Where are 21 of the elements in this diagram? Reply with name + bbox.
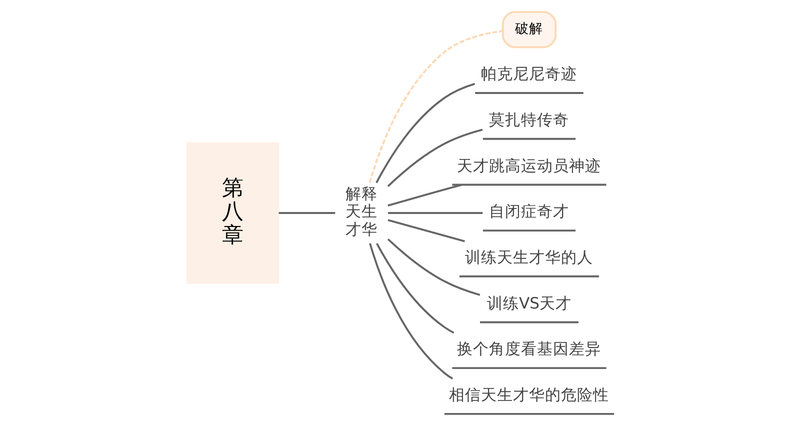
connector [368,30,502,183]
node-text: 天才跳高运动员神迹 [456,156,601,175]
connector [375,82,475,184]
node-text: 莫扎特传奇 [488,111,569,130]
connector [386,128,482,188]
node-text: 解释天生才华 [344,185,377,238]
connector [386,238,480,296]
connector [368,243,453,380]
node-text: 相信天生才华的危险性 [448,386,609,404]
connector [376,242,454,334]
connector [278,212,335,214]
node-box: 第八章 [186,142,279,284]
node-box: 破解 [501,11,556,48]
connector [387,219,464,242]
node-text: 训练天生才华的人 [464,248,593,267]
node-text: 训练VS天才 [486,294,572,312]
connector [388,212,482,214]
node-text: 换个角度看基因差异 [456,340,601,358]
node-text: 自闭症奇才 [488,202,569,221]
node-text: 帕克尼尼奇迹 [480,65,577,84]
connector [387,184,462,207]
